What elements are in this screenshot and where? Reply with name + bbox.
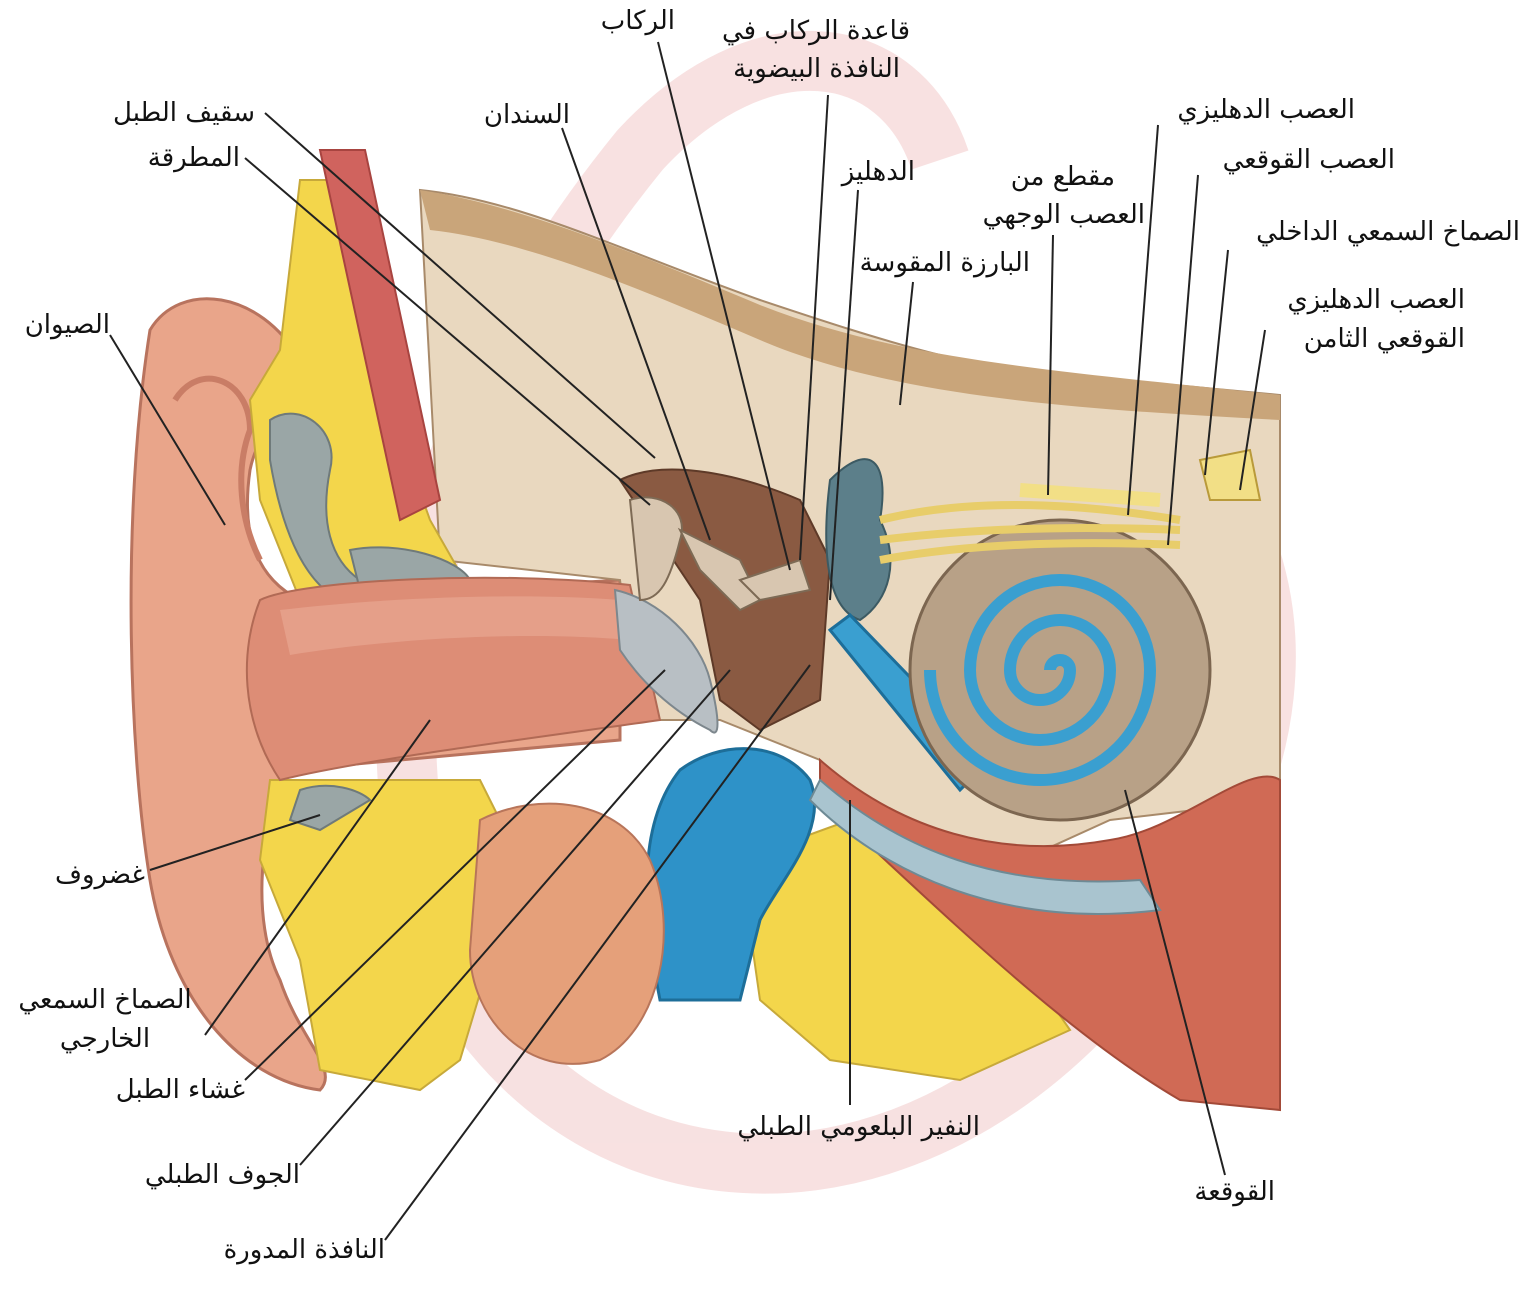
label-facial-line1: مقطع من — [960, 160, 1115, 194]
internal-meatus-shape — [1200, 450, 1260, 500]
label-vestibule: الدهليز — [810, 155, 915, 189]
label-vestibular-nerve: العصب الدهليزي — [1140, 93, 1355, 127]
label-tympanic-cavity: الجوف الطبلي — [120, 1158, 300, 1192]
cochlea-shape — [910, 520, 1210, 820]
label-stapes: الركاب — [545, 4, 675, 38]
label-stapes-base-line1: قاعدة الركاب في — [690, 14, 910, 48]
label-incus: السندان — [455, 98, 570, 132]
label-tympanic-membrane: غشاء الطبل — [90, 1073, 245, 1107]
label-eustachian-tube: النفير البلعومي الطبلي — [690, 1110, 980, 1144]
label-external-meatus-line1: الصماخ السمعي — [0, 983, 210, 1017]
label-internal-acoustic-meatus: الصماخ السمعي الداخلي — [1200, 215, 1520, 249]
label-cartilage: غضروف — [40, 858, 145, 892]
label-round-window: النافذة المدورة — [200, 1233, 385, 1267]
label-stapes-base-line2: النافذة البيضوية — [690, 52, 900, 86]
label-facial-line2: العصب الوجهي — [945, 198, 1145, 232]
label-cochlea: القوقعة — [1160, 1175, 1275, 1209]
label-cochlear-nerve: العصب القوقعي — [1180, 143, 1395, 177]
label-malleus: المطرقة — [110, 141, 240, 175]
label-arcuate-eminence: البارزة المقوسة — [835, 246, 1030, 280]
label-vc-nerve-line2: القوقعي الثامن — [1255, 322, 1465, 356]
label-vc-nerve-line1: العصب الدهليزي — [1255, 283, 1465, 317]
label-external-meatus-line2: الخارجي — [0, 1022, 210, 1056]
label-auricle: الصيوان — [5, 308, 110, 342]
gland-tissue — [470, 804, 664, 1064]
label-tegmen-tympani: سقيف الطبل — [70, 96, 255, 130]
